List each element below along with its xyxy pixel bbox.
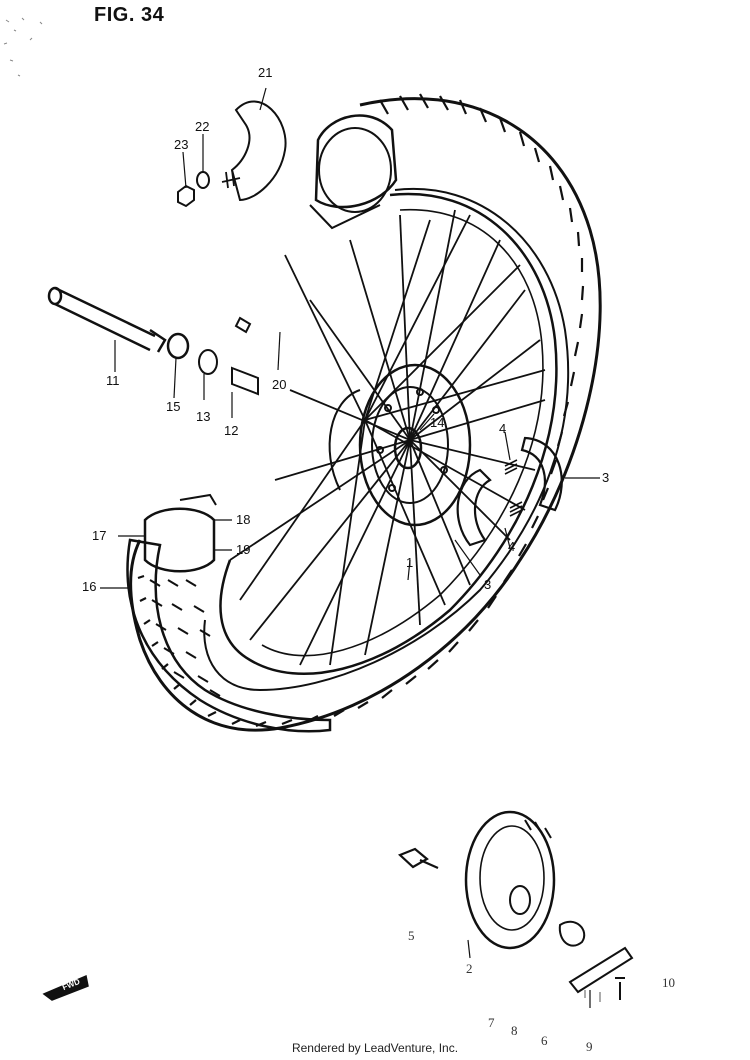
hub-flange [358,363,472,527]
callout-1: 1 [406,555,414,570]
callout-15: 15 [166,399,181,414]
tire-section [126,538,332,733]
callout-22: 22 [195,119,210,134]
nut [177,184,195,208]
tube-section [143,507,216,573]
arm-bolt [615,977,625,1000]
spacer [198,349,218,375]
callout-17: 17 [92,528,107,543]
tire-tread [137,93,585,728]
callout-2: 2 [466,961,473,976]
callout-4a: 4 [499,421,507,436]
brake-shoe [520,436,563,512]
callout-13: 13 [196,409,211,424]
spokes [229,209,546,666]
seal [558,920,586,947]
brake-panel [464,810,556,950]
callout-16: 16 [82,579,97,594]
rim [219,192,558,676]
axle-nut [166,332,190,360]
callout-21: 21 [258,65,273,80]
collar [231,366,259,396]
callout-20: 20 [272,377,287,392]
figure-title: FIG. 34 [94,4,165,26]
callout-11: 11 [106,373,120,388]
callout-7: 7 [488,1015,495,1030]
axle [47,286,167,353]
scan-noise [3,17,43,77]
leader-lines [100,87,600,1008]
tire [129,97,602,732]
footer-credit: Rendered by LeadVenture, Inc. [291,1041,459,1055]
callout-12: 12 [224,423,239,438]
callout-5: 5 [408,928,415,943]
callout-8: 8 [511,1023,518,1038]
callout-6: 6 [541,1033,548,1048]
callout-18: 18 [236,512,251,527]
brake-shoe [456,468,492,547]
rim-band [230,100,287,202]
callout-4b: 4 [508,539,516,554]
callout-10: 10 [662,975,675,990]
callout-3a: 3 [602,470,610,485]
callout-14: 14 [430,415,445,430]
brake-spring [504,459,518,475]
brake-spring [509,501,523,517]
forward-arrow-icon [42,974,89,1001]
callout-9: 9 [586,1039,593,1054]
callout-23: 23 [174,137,189,152]
hub-center [393,426,423,470]
brake-arm [568,946,634,994]
washer [196,171,210,189]
callout-3b: 3 [484,577,492,592]
brake-cam [397,847,439,870]
callout-19: 19 [236,542,251,557]
bolt [234,316,252,334]
